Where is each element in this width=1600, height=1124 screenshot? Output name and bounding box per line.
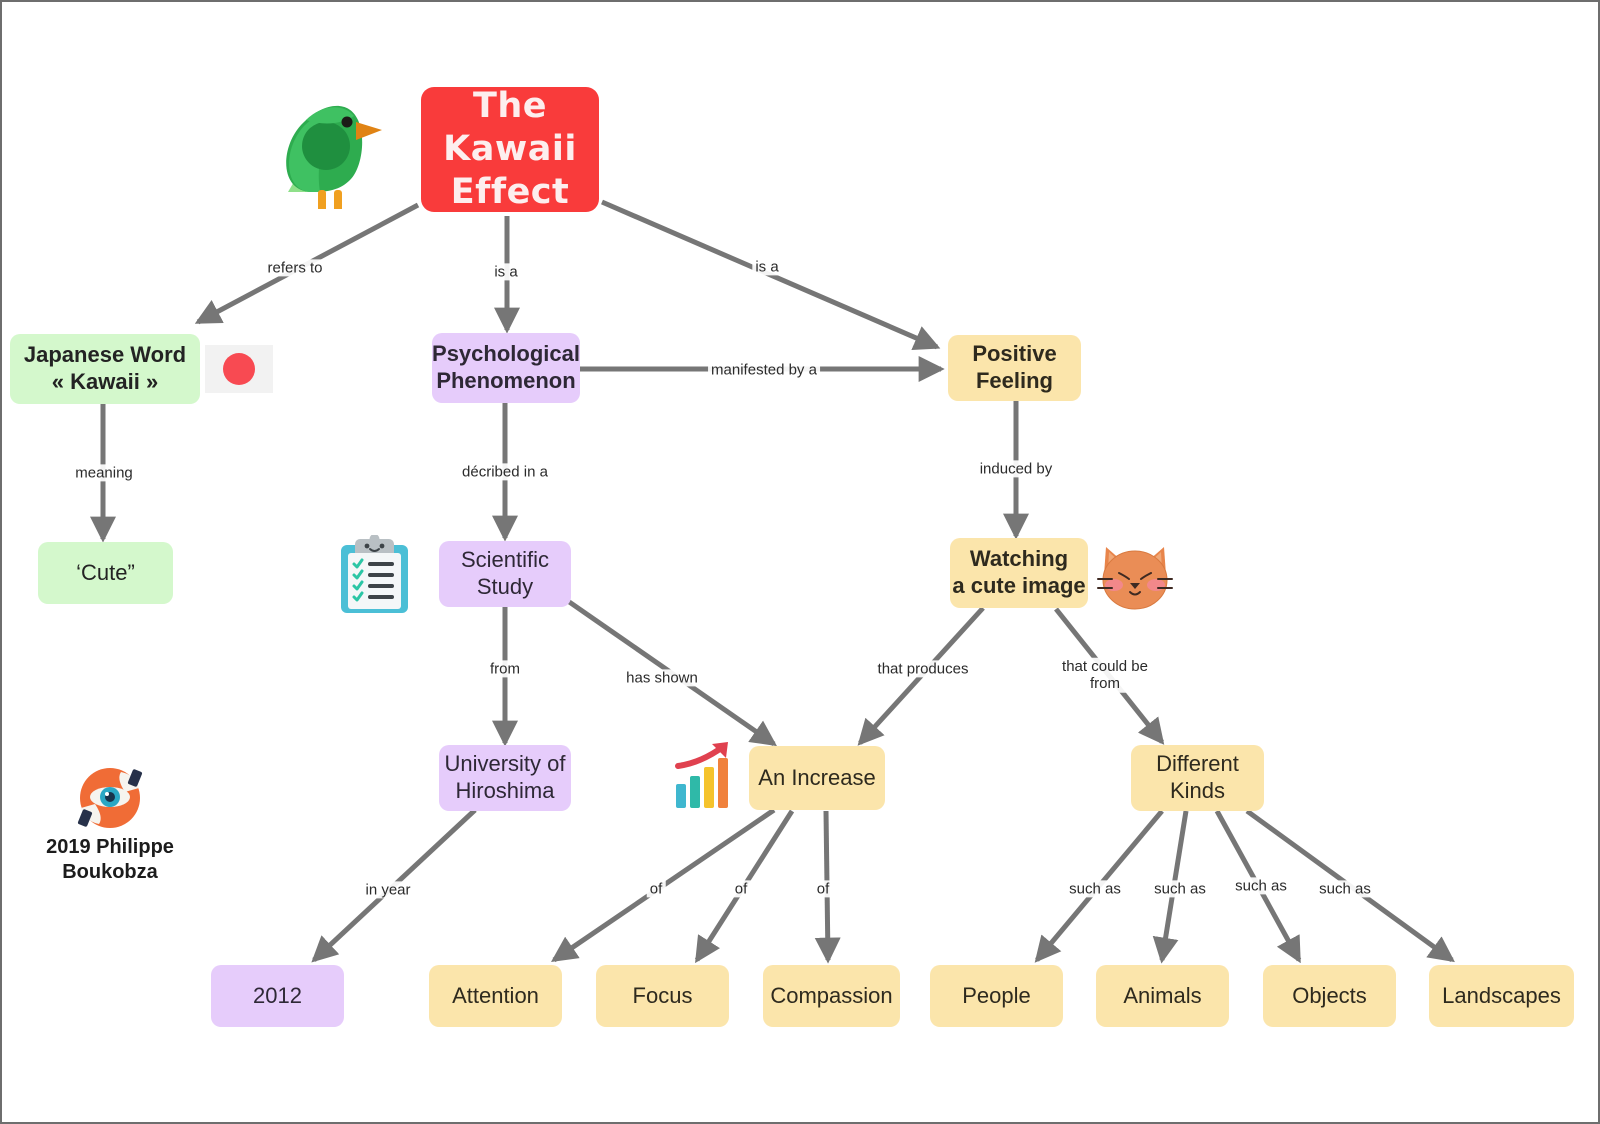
edge-label-such-as-people: such as (1066, 880, 1124, 898)
node-animals[interactable]: Animals (1096, 965, 1229, 1027)
edge-label-that-could-be-from: that could be from (1059, 657, 1151, 693)
node-year-2012[interactable]: 2012 (211, 965, 344, 1027)
edge-label-such-as-objects: such as (1232, 877, 1290, 895)
node-landscapes[interactable]: Landscapes (1429, 965, 1574, 1027)
node-people[interactable]: People (930, 965, 1063, 1027)
node-focus[interactable]: Focus (596, 965, 729, 1027)
edge-label-of-focus: of (731, 880, 751, 898)
edge-label-has-shown: has shown (623, 669, 701, 687)
edge-label-of-compassion: of (813, 880, 833, 898)
edge-label-manifested-by-a: manifested by a (708, 361, 820, 379)
bird-icon (286, 105, 382, 209)
japan-flag-icon (205, 345, 273, 393)
node-university-of-hiroshima[interactable]: University of Hiroshima (439, 745, 571, 811)
edge-label-in-year: in year (362, 881, 414, 899)
eye-hands-logo-icon (77, 768, 143, 828)
node-objects[interactable]: Objects (1263, 965, 1396, 1027)
node-attention[interactable]: Attention (429, 965, 562, 1027)
node-japanese-word[interactable]: Japanese Word « Kawaii » (10, 334, 200, 404)
bar-chart-up-icon (675, 742, 728, 808)
node-psychological-phenomenon[interactable]: Psychological Phenomenon (432, 333, 580, 403)
edge-label-such-as-landscapes: such as (1316, 880, 1374, 898)
edge-label-meaning: meaning (72, 464, 136, 482)
node-scientific-study[interactable]: Scientific Study (439, 541, 571, 607)
node-an-increase[interactable]: An Increase (749, 746, 885, 810)
edge-label-from: from (487, 660, 523, 678)
edge-label-induced-by: induced by (976, 460, 1056, 478)
cat-face-icon (1097, 547, 1173, 610)
edge-label-is-a-center: is a (491, 263, 521, 281)
edge-label-decribed-in-a: décribed in a (459, 463, 551, 481)
edge-label-of-attention: of (646, 880, 666, 898)
node-the-kawaii-effect[interactable]: The Kawaii Effect (421, 86, 599, 212)
edge-label-such-as-animals: such as (1151, 880, 1209, 898)
author-credit: 2019 Philippe Boukobza (46, 836, 174, 883)
clipboard-checklist-icon (341, 535, 408, 613)
edge-label-that-produces: that produces (874, 660, 972, 678)
node-positive-feeling[interactable]: Positive Feeling (948, 335, 1081, 401)
node-cute[interactable]: ‘Cute” (38, 542, 173, 604)
edge-label-is-a-right: is a (752, 258, 782, 276)
node-watching-a-cute-image[interactable]: Watching a cute image (950, 538, 1088, 608)
node-compassion[interactable]: Compassion (763, 965, 900, 1027)
node-different-kinds[interactable]: Different Kinds (1131, 745, 1264, 811)
edge-label-refers-to: refers to (264, 259, 326, 277)
